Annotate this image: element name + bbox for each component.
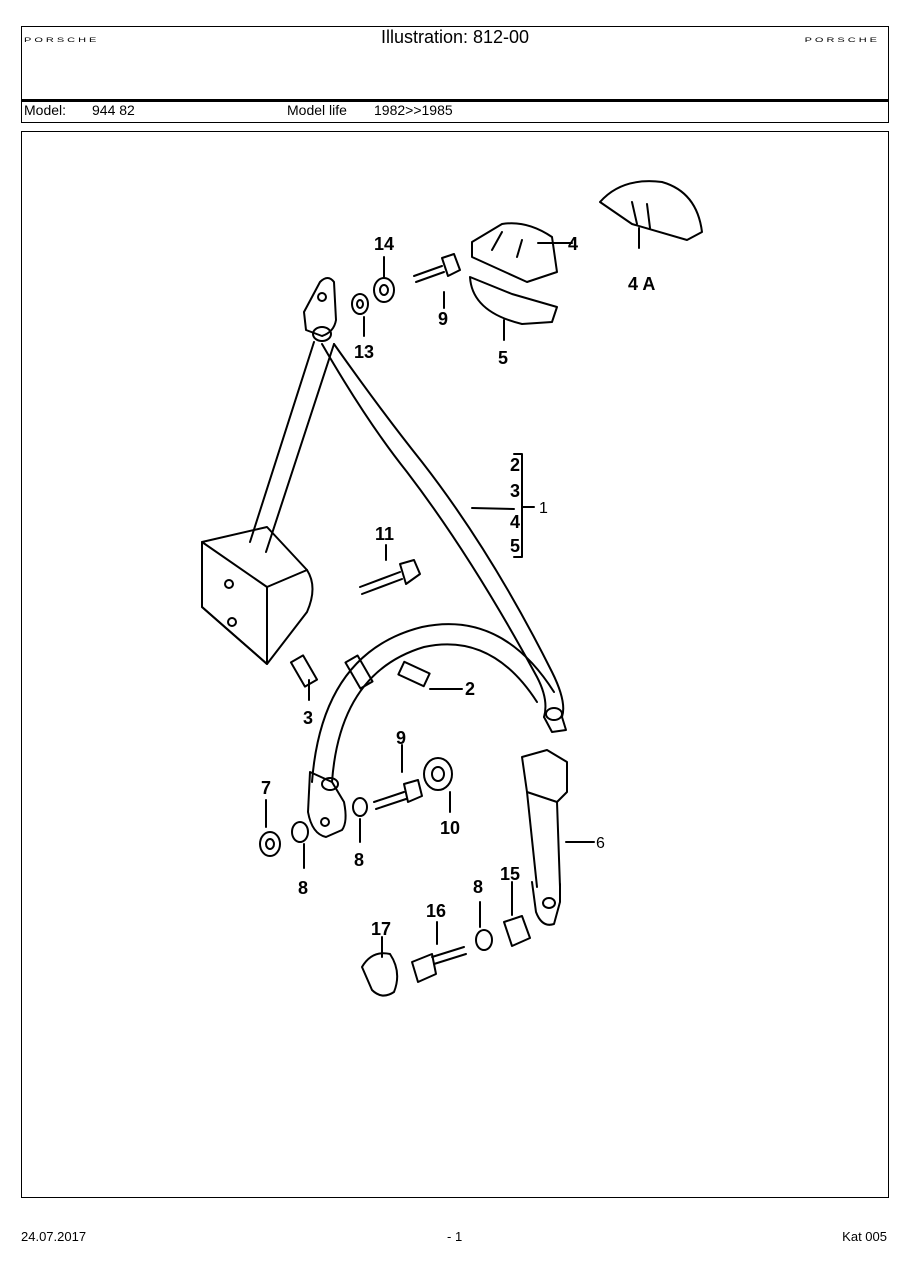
callout-17: 17 (371, 919, 391, 939)
washer-14 (373, 277, 395, 303)
callout-4a: 4 A (628, 274, 655, 294)
bracket-item-2: 2 (510, 455, 520, 475)
callout-6: 6 (596, 835, 605, 852)
cover-5 (469, 276, 558, 325)
header-divider (21, 99, 889, 102)
model-value: 944 82 (92, 102, 135, 118)
clip-center (344, 654, 374, 690)
bolt-16-head (411, 953, 437, 983)
illustration-title: Illustration: 812-00 (380, 27, 530, 47)
callout-14: 14 (374, 234, 394, 254)
upper-anchor-plate (303, 277, 337, 337)
bushing-15 (503, 915, 531, 947)
spacer-10 (423, 757, 453, 791)
porsche-logo-left: PORSCHE (24, 37, 100, 44)
callout-16: 16 (426, 901, 446, 921)
washer-7 (259, 831, 281, 857)
callout-13: 13 (354, 342, 374, 362)
callout-15: 15 (500, 864, 520, 884)
cover-4 (471, 222, 558, 283)
vertical-strap (249, 341, 335, 553)
retractor-housing (201, 526, 314, 665)
porsche-logo-right: PORSCHE (804, 37, 880, 44)
bracket-item-3: 3 (510, 481, 520, 501)
callout-4: 4 (568, 234, 578, 254)
cap-4a (599, 180, 703, 241)
washer-13 (351, 293, 369, 315)
model-label: Model: (24, 102, 67, 118)
callout-9-lower: 9 (396, 728, 406, 748)
bracket-item-5: 5 (510, 536, 520, 556)
model-bar: Model: 944 82 Model life 1982>>1985 (21, 102, 889, 123)
callout-8-center: 8 (354, 850, 364, 870)
clip-2 (397, 660, 431, 688)
upper-anchor-eye (312, 326, 332, 342)
footer-page: - 1 (447, 1229, 463, 1244)
bolt-16-shank (431, 946, 467, 965)
cap-17 (361, 952, 399, 997)
callout-1: 1 (539, 500, 548, 517)
diagonal-belt-inner (321, 343, 547, 718)
buckle-strap (526, 791, 561, 888)
diagonal-belt-outer (333, 343, 565, 718)
lap-belt-outer (311, 623, 555, 783)
callout-10: 10 (440, 818, 460, 838)
callout-2: 2 (465, 679, 475, 699)
bolt-9-upper-shank (413, 265, 445, 283)
washer-8-a (352, 797, 368, 817)
seat-belt-exploded-diagram: 14 9 13 4 4 A 5 2 3 4 5 1 11 2 3 9 10 7 … (201, 180, 703, 997)
buckle-receiver (521, 749, 568, 803)
header-box: PORSCHE Illustration: 812-00 PORSCHE (21, 26, 889, 100)
washer-8-b (291, 821, 309, 843)
bolt-9-lower-shank (373, 791, 407, 810)
illustration-frame: 14 9 13 4 4 A 5 2 3 4 5 1 11 2 3 9 10 7 … (21, 131, 889, 1198)
callout-8-left: 8 (298, 878, 308, 898)
bracket-item-4: 4 (510, 512, 520, 532)
washer-8-c (475, 929, 493, 951)
callout-5: 5 (498, 348, 508, 368)
callout-9-upper: 9 (438, 309, 448, 329)
model-life-label: Model life (287, 102, 347, 118)
buckle-anchor (531, 881, 561, 926)
callout-3: 3 (303, 708, 313, 728)
lower-left-anchor (307, 771, 347, 838)
bolt-11-shank (359, 571, 403, 595)
bolt-11-head (399, 559, 421, 585)
footer-date: 24.07.2017 (21, 1229, 87, 1244)
callout-11: 11 (375, 524, 394, 544)
footer-catalog: Kat 005 (842, 1229, 887, 1244)
callout-7: 7 (261, 778, 271, 798)
clip-3 (289, 654, 319, 688)
callout-8-lower: 8 (473, 877, 483, 897)
lap-belt-inner (331, 643, 538, 783)
model-life-value: 1982>>1985 (374, 102, 453, 118)
